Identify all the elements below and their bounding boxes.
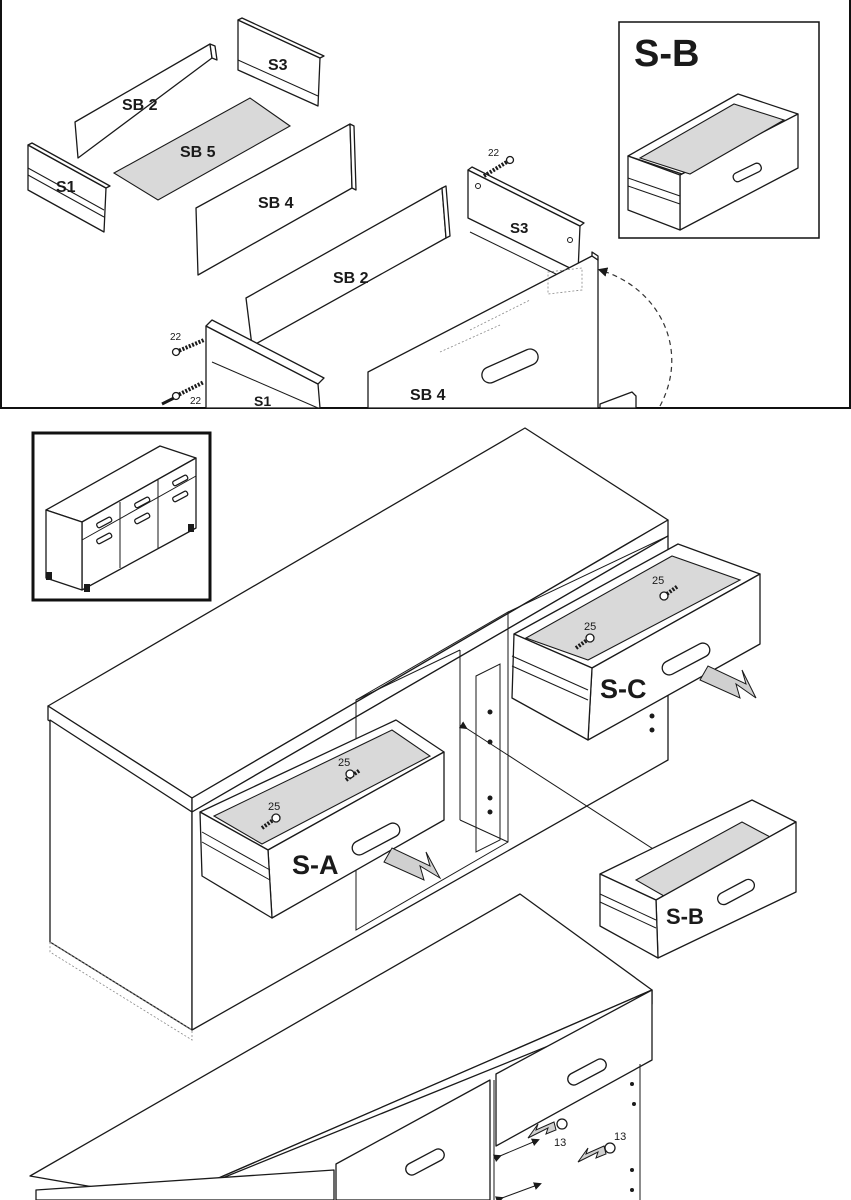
screw-25-b: 25	[338, 757, 362, 782]
panel-sb4-front: SB 4	[367, 251, 599, 409]
step-1-panel: SB 2 S3 SB 5 S1 SB 4	[0, 0, 851, 409]
label-s3-top: S3	[268, 57, 288, 74]
panel-s1-top: S1	[27, 142, 111, 233]
svg-text:25: 25	[652, 575, 664, 587]
svg-text:22: 22	[170, 332, 182, 343]
label-sc: S-C	[600, 674, 647, 704]
inset-cabinet-overview	[31, 431, 212, 602]
svg-text:22: 22	[190, 396, 202, 407]
inset-drawer-sb: S-B	[618, 21, 820, 239]
label-s1-top: S1	[56, 179, 76, 196]
drawer-sb: S-B	[599, 799, 797, 959]
push-arrow-sa	[383, 847, 442, 881]
panel-s3-mid: S3	[467, 166, 585, 277]
panel-sb4-top: SB 4	[195, 123, 357, 276]
label-sb2-top: SB 2	[122, 97, 158, 114]
screw-25-d: 25	[652, 575, 680, 601]
screw-13-b: 13	[577, 1131, 626, 1163]
drawer-sa: S-A	[199, 719, 445, 919]
push-arrow-sc	[699, 665, 757, 699]
panel-s1-mid: S1	[205, 319, 325, 409]
rotate-arrow	[597, 267, 673, 407]
svg-text:13: 13	[614, 1131, 626, 1143]
label-sb5: SB 5	[180, 144, 216, 161]
label-sb2-mid: SB 2	[333, 270, 369, 287]
screw-22-c: 22	[161, 380, 205, 407]
label-sa: S-A	[292, 850, 339, 880]
panel-partial	[599, 391, 637, 409]
label-sb4-top: SB 4	[258, 195, 294, 212]
svg-text:25: 25	[584, 621, 596, 633]
label-s3-mid: S3	[510, 220, 528, 237]
svg-text:22: 22	[488, 148, 500, 159]
panel-s3-top: S3	[237, 17, 325, 107]
screw-22-b: 22	[170, 332, 205, 357]
screw-13-a: 13	[527, 1118, 568, 1149]
panel-sb2-top: SB 2	[74, 43, 218, 159]
screw-25-a: 25	[260, 801, 281, 830]
label-sb: S-B	[666, 904, 704, 929]
label-sb4-front: SB 4	[410, 387, 446, 404]
panel-sb5: SB 5	[112, 97, 292, 201]
label-s1-mid: S1	[254, 393, 271, 409]
inset-label-sb: S-B	[634, 33, 699, 75]
drawer-sc: S-C	[511, 543, 761, 741]
step-3-panel: 13 13	[29, 893, 653, 1200]
slot-arrow	[458, 721, 666, 858]
step-2-panel: S-A S-C S-B	[31, 427, 797, 1041]
svg-text:25: 25	[338, 757, 350, 769]
panel-sb2-mid: SB 2	[245, 185, 451, 347]
svg-text:13: 13	[554, 1137, 566, 1149]
screw-25-c: 25	[574, 621, 596, 650]
screw-22-a: 22	[482, 148, 515, 178]
svg-text:25: 25	[268, 801, 280, 813]
